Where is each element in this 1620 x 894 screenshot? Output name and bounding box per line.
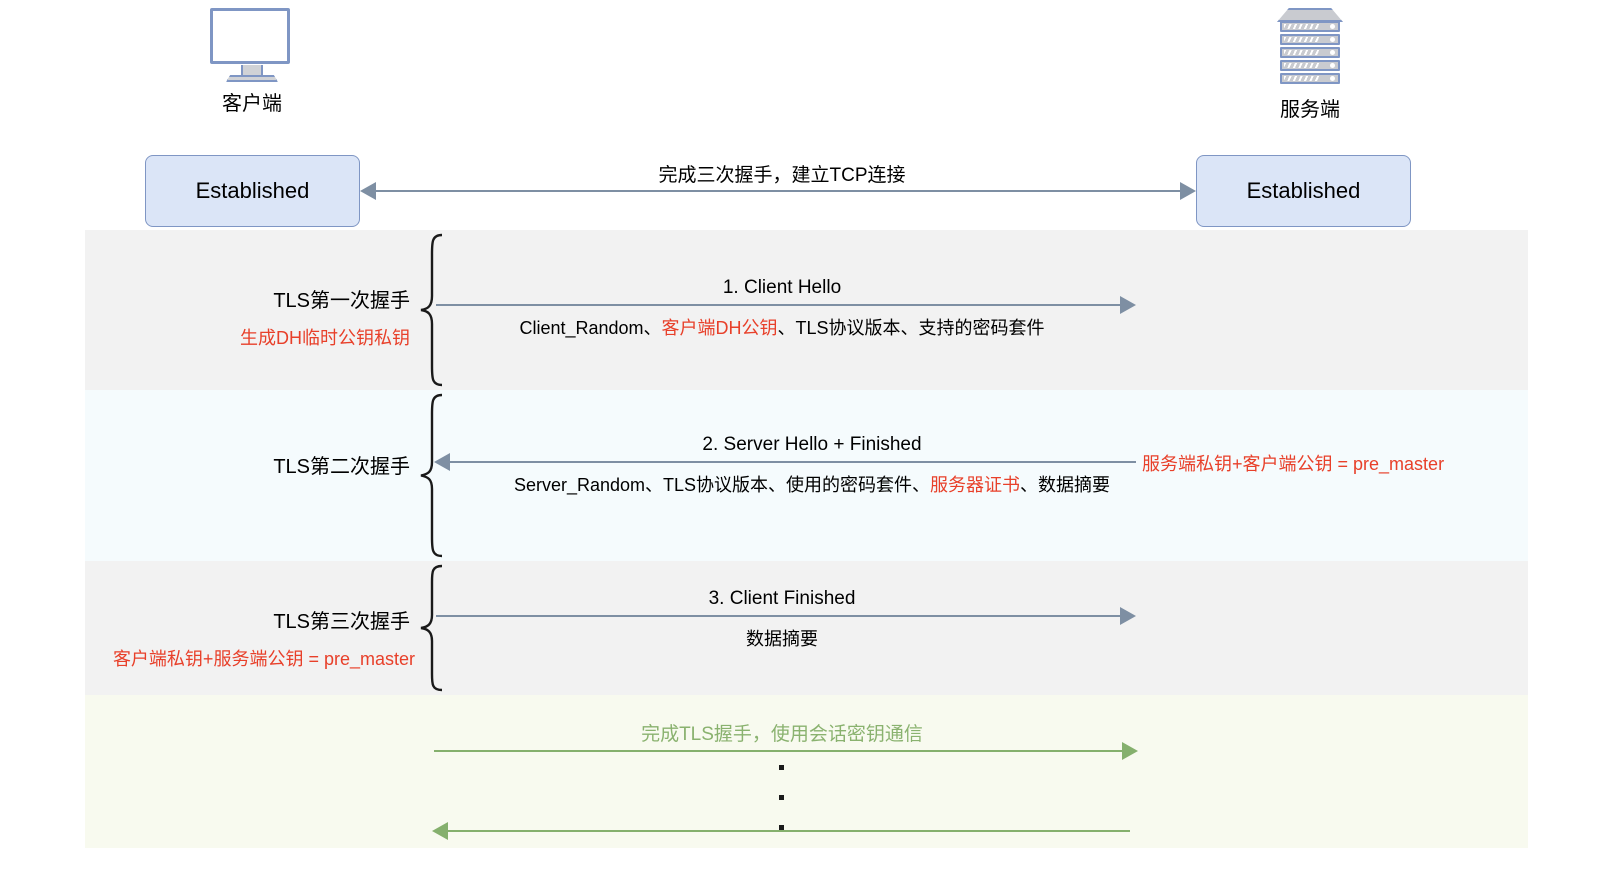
phase-brace-tls1 <box>420 233 443 387</box>
server-state-label: Established <box>1246 178 1361 203</box>
detail-part-highlight: 服务器证书 <box>930 475 1021 495</box>
detail-part: Client_Random、 <box>519 318 662 338</box>
client-hello-arrow-line <box>436 304 1126 306</box>
detail-part: Server_Random、TLS协议版本、使用的密码套件、 <box>513 475 931 495</box>
phase-note-tls1: 生成DH临时公钥私钥 <box>240 328 410 348</box>
client-finished-detail: 数据摘要 <box>746 629 818 649</box>
rack-top <box>1277 8 1343 22</box>
monitor-screen <box>210 8 290 64</box>
ellipsis-dot <box>779 825 784 830</box>
client-finished-title: 3. Client Finished <box>708 588 856 609</box>
client-hello-detail: Client_Random、客户端DH公钥、TLS协议版本、支持的密码套件 <box>519 314 1044 340</box>
server-hello-arrow-line <box>450 461 1136 463</box>
phase-note-tls2: 服务端私钥+客户端公钥 = pre_master <box>1142 454 1445 474</box>
server-hello-title: 2. Server Hello + Finished <box>702 434 922 455</box>
application-data-label: 完成TLS握手，使用会话密钥通信 <box>641 724 923 745</box>
client-endpoint: 客户端 <box>152 8 352 116</box>
client-state-label: Established <box>195 178 310 203</box>
app-data-arrow-line-right <box>434 750 1128 752</box>
phase-note-tls3: 客户端私钥+服务端公钥 = pre_master <box>112 649 415 669</box>
phase-label-tls3: TLS第三次握手 <box>273 611 410 633</box>
monitor-neck <box>241 65 263 77</box>
phase-brace-tls3 <box>420 564 443 692</box>
ellipsis-dots <box>779 765 784 855</box>
phase-band-tls1 <box>85 230 1528 390</box>
phase-label-tls1: TLS第一次握手 <box>273 290 410 312</box>
detail-part-highlight: 客户端DH公钥 <box>661 318 778 338</box>
client-label: 客户端 <box>222 93 282 115</box>
client-hello-title: 1. Client Hello <box>722 277 842 298</box>
rack-slot <box>1280 47 1340 58</box>
phase-band-tls3 <box>85 561 1528 695</box>
detail-part: 、数据摘要 <box>1020 475 1111 495</box>
tcp-arrow-line <box>376 190 1188 192</box>
rack-slot <box>1280 60 1340 71</box>
rack-slot <box>1280 34 1340 45</box>
monitor-base <box>226 75 278 82</box>
phase-band-application-data <box>85 695 1528 848</box>
client-finished-arrow-line <box>436 615 1126 617</box>
tcp-arrow-head-right <box>1180 182 1196 200</box>
tcp-handshake-label: 完成三次握手，建立TCP连接 <box>658 165 906 186</box>
detail-part: 、TLS协议版本、支持的密码套件 <box>777 318 1045 338</box>
server-hello-arrow-head <box>434 453 450 471</box>
server-hello-detail: Server_Random、TLS协议版本、使用的密码套件、服务器证书、数据摘要 <box>514 471 1110 497</box>
app-data-arrow-line-left <box>448 830 1130 832</box>
client-finished-arrow-head <box>1120 607 1136 625</box>
phase-label-tls2: TLS第二次握手 <box>273 456 410 478</box>
rack-slot <box>1280 73 1340 84</box>
app-data-arrow-head-left <box>432 822 448 840</box>
phase-band-tls2 <box>85 390 1528 561</box>
rack-slot <box>1280 21 1340 32</box>
server-state-box: Established <box>1196 155 1411 227</box>
server-rack-icon <box>1277 8 1343 86</box>
server-label: 服务端 <box>1280 99 1340 121</box>
tcp-arrow-head-left <box>360 182 376 200</box>
client-hello-arrow-head <box>1120 296 1136 314</box>
client-state-box: Established <box>145 155 360 227</box>
server-endpoint: 服务端 <box>1210 8 1410 122</box>
monitor-icon <box>210 8 294 82</box>
ellipsis-dot <box>779 795 784 800</box>
ellipsis-dot <box>779 765 784 770</box>
app-data-arrow-head-right <box>1122 742 1138 760</box>
phase-brace-tls2 <box>420 393 443 558</box>
